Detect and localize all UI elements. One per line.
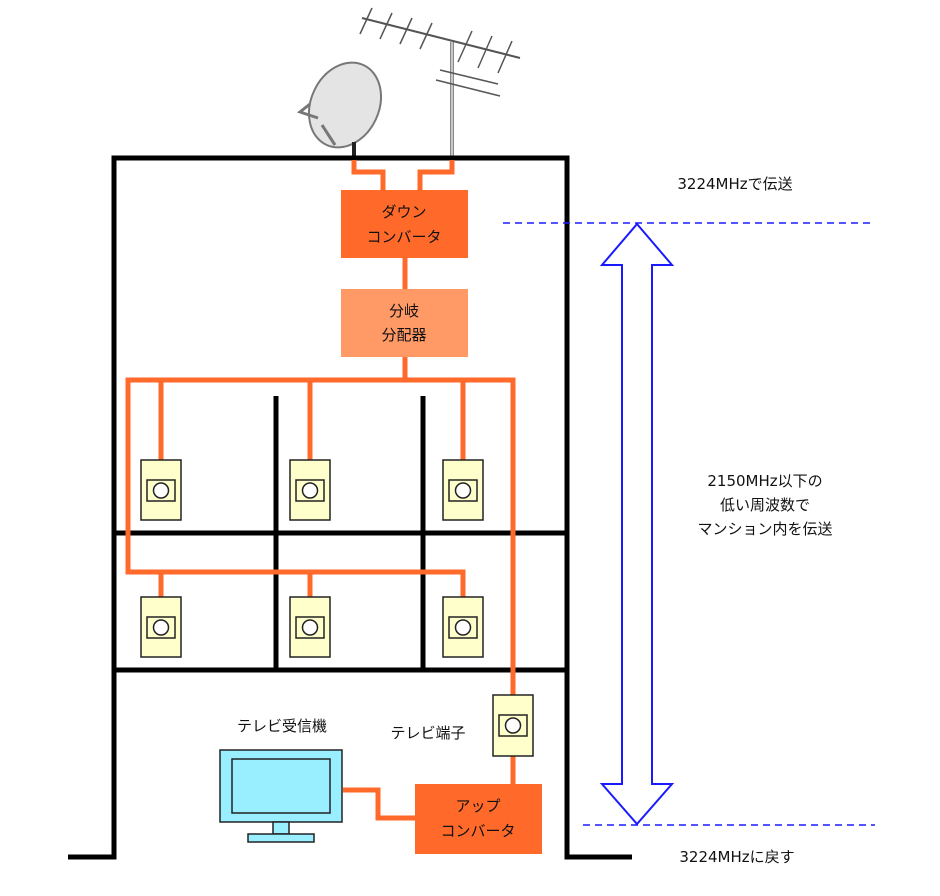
coaxial-cables [125, 160, 516, 821]
tv-outlet-icon [442, 596, 484, 658]
down-converter-label-line2: コンバータ [366, 228, 441, 246]
bottom-frequency-label: 3224MHzに戻す [679, 848, 794, 866]
tv-receiver-label: テレビ受信機 [237, 717, 327, 735]
building-outline [68, 155, 632, 860]
tv-outlet-icon [492, 694, 534, 757]
tv-outlet-icon [289, 459, 331, 521]
tv-outlet-icon [289, 596, 331, 658]
tv-outlet-icon [442, 459, 484, 521]
splitter-label-line1: 分岐 [389, 302, 419, 320]
middle-description-line2: 低い周波数で [720, 496, 810, 514]
up-converter: アップ コンバータ [415, 784, 542, 854]
satellite-dish-icon [296, 61, 382, 160]
splitter-label-line2: 分配器 [381, 326, 426, 344]
middle-description-line1: 2150MHz以下の [707, 472, 822, 490]
up-converter-label-line1: アップ [455, 797, 500, 815]
middle-description-line3: マンション内を伝送 [697, 520, 832, 538]
yagi-antenna-icon [359, 7, 521, 160]
down-converter: ダウン コンバータ [341, 190, 468, 258]
tv-outlet-icon [140, 596, 182, 658]
tv-outlet-label: テレビ端子 [390, 724, 465, 742]
splitter-distributor: 分岐 分配器 [341, 289, 468, 357]
down-converter-label-line1: ダウン [381, 203, 426, 221]
top-frequency-label: 3224MHzで伝送 [677, 175, 792, 193]
up-converter-label-line2: コンバータ [440, 822, 515, 840]
frequency-range-arrow [503, 222, 875, 826]
tv-outlet-icon [140, 459, 182, 521]
television-icon [219, 749, 343, 843]
